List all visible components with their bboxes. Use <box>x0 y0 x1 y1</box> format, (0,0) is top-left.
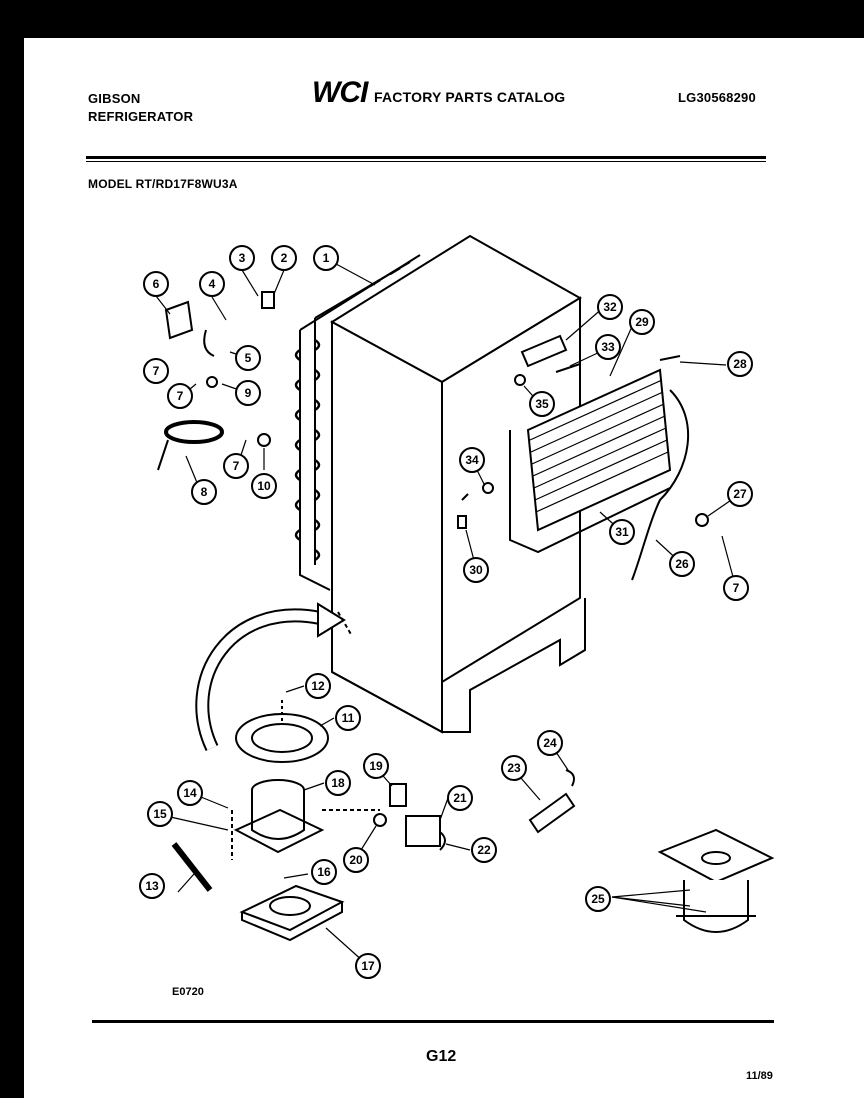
callout-6: 6 <box>143 271 169 297</box>
callout-31: 31 <box>609 519 635 545</box>
callout-10: 10 <box>251 473 277 499</box>
callout-7: 7 <box>223 453 249 479</box>
callout-5: 5 <box>235 345 261 371</box>
callout-35: 35 <box>529 391 555 417</box>
callout-30: 30 <box>463 557 489 583</box>
callout-19: 19 <box>363 753 389 779</box>
callout-26: 26 <box>669 551 695 577</box>
callout-17: 17 <box>355 953 381 979</box>
callout-4: 4 <box>199 271 225 297</box>
callout-18: 18 <box>325 770 351 796</box>
catalog-title: FACTORY PARTS CATALOG <box>374 89 566 105</box>
cabinet-side <box>331 320 443 734</box>
callout-13: 13 <box>139 873 165 899</box>
footer-rule <box>92 1020 774 1023</box>
drawing-code: E0720 <box>172 986 204 998</box>
callout-21: 21 <box>447 785 473 811</box>
callout-16: 16 <box>311 859 337 885</box>
callout-8: 8 <box>191 479 217 505</box>
callout-23: 23 <box>501 755 527 781</box>
page-number: G12 <box>426 1048 457 1065</box>
callout-22: 22 <box>471 837 497 863</box>
callout-7: 7 <box>723 575 749 601</box>
brand-line1: GIBSON <box>88 91 141 106</box>
header-rule <box>86 156 766 159</box>
callout-25: 25 <box>585 886 611 912</box>
callout-34: 34 <box>459 447 485 473</box>
callout-15: 15 <box>147 801 173 827</box>
callout-1: 1 <box>313 245 339 271</box>
catalog-date: 11/89 <box>746 1070 773 1082</box>
callout-3: 3 <box>229 245 255 271</box>
callout-29: 29 <box>629 309 655 335</box>
brand-line2: REFRIGERATOR <box>88 109 194 124</box>
callout-9: 9 <box>235 380 261 406</box>
callout-24: 24 <box>537 730 563 756</box>
header-rule-thin <box>86 161 766 162</box>
callout-20: 20 <box>343 847 369 873</box>
callout-27: 27 <box>727 481 753 507</box>
callout-33: 33 <box>595 334 621 360</box>
callout-7: 7 <box>167 383 193 409</box>
callout-2: 2 <box>271 245 297 271</box>
callout-14: 14 <box>177 780 203 806</box>
callout-12: 12 <box>305 673 331 699</box>
callout-28: 28 <box>727 351 753 377</box>
callout-7: 7 <box>143 358 169 384</box>
model-label: MODEL RT/RD17F8WU3A <box>88 177 238 191</box>
callout-11: 11 <box>335 705 361 731</box>
catalog-number: LG30568290 <box>678 90 756 105</box>
wci-logo: WCI <box>312 76 368 109</box>
callout-32: 32 <box>597 294 623 320</box>
